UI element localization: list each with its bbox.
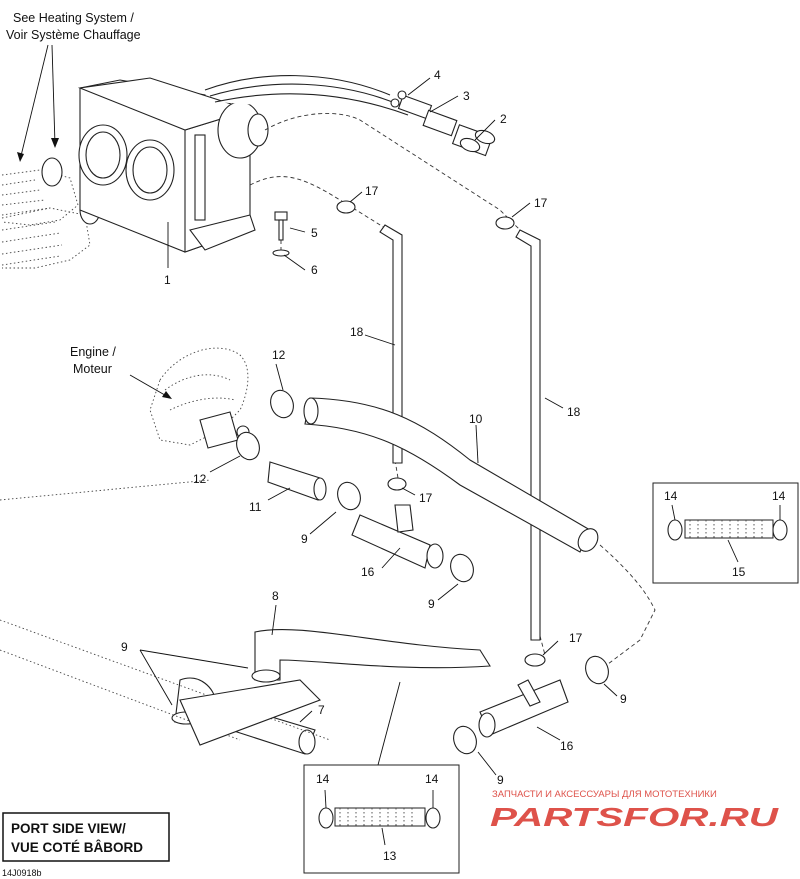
figure-code: 14J0918b bbox=[2, 868, 42, 878]
callout-14b: 14 bbox=[772, 489, 786, 503]
t-fitting-16-lower bbox=[453, 655, 609, 755]
callout-11: 11 bbox=[249, 500, 262, 514]
inset-hose-15 bbox=[652, 482, 799, 584]
duct-clamp bbox=[41, 157, 63, 187]
callout-16b: 16 bbox=[560, 739, 574, 753]
callout-15: 15 bbox=[732, 565, 746, 579]
t-fitting-16-upper bbox=[351, 504, 474, 583]
callout-9d: 9 bbox=[620, 692, 627, 706]
callout-14c: 14 bbox=[316, 772, 330, 786]
hose-18 bbox=[379, 224, 541, 641]
callout-9c: 9 bbox=[428, 597, 435, 611]
callout-1: 1 bbox=[164, 273, 171, 287]
callout-2: 2 bbox=[500, 112, 507, 126]
clamps-17 bbox=[336, 200, 546, 667]
callout-4: 4 bbox=[434, 68, 441, 82]
heating-note-line2: Voir Système Chauffage bbox=[6, 28, 141, 42]
callouts: 1 2 3 4 5 6 7 8 9 9 9 9 9 10 11 12 12 13… bbox=[121, 68, 786, 863]
engine-note-line2: Moteur bbox=[73, 362, 112, 376]
watermark-tagline: ЗАПЧАСТИ И АКСЕССУАРЫ ДЛЯ МОТОТЕХНИКИ bbox=[492, 789, 717, 800]
watermark: ЗАПЧАСТИ И АКСЕССУАРЫ ДЛЯ МОТОТЕХНИКИ PA… bbox=[490, 789, 780, 832]
callout-8: 8 bbox=[272, 589, 279, 603]
callout-17b: 17 bbox=[534, 196, 548, 210]
callout-16a: 16 bbox=[361, 565, 375, 579]
callout-12a: 12 bbox=[272, 348, 286, 362]
callout-18a: 18 bbox=[350, 325, 364, 339]
callout-14a: 14 bbox=[664, 489, 678, 503]
callout-18b: 18 bbox=[567, 405, 581, 419]
hose-11 bbox=[267, 461, 361, 511]
callout-17c: 17 bbox=[419, 491, 433, 505]
callout-6: 6 bbox=[311, 263, 318, 277]
callout-12b: 12 bbox=[193, 472, 207, 486]
view-label-line1: PORT SIDE VIEW/ bbox=[11, 821, 126, 836]
leader-lines bbox=[139, 77, 618, 776]
routing-lines bbox=[249, 113, 656, 671]
heating-note-line1: See Heating System / bbox=[13, 11, 134, 25]
clamps-12 bbox=[236, 389, 294, 461]
callout-9a: 9 bbox=[121, 640, 128, 654]
engine-note-line1: Engine / bbox=[70, 345, 116, 359]
inset-hose-13 bbox=[303, 764, 460, 874]
view-label-line2: VUE COTÉ BÂBORD bbox=[11, 840, 143, 855]
hull-floor bbox=[0, 479, 331, 746]
bolt-washer bbox=[272, 211, 290, 257]
callout-7: 7 bbox=[318, 703, 325, 717]
callout-14d: 14 bbox=[425, 772, 439, 786]
callout-13: 13 bbox=[383, 849, 397, 863]
hose-10 bbox=[303, 397, 599, 553]
callout-17a: 17 bbox=[365, 184, 379, 198]
callout-9b: 9 bbox=[301, 532, 308, 546]
heater-unit bbox=[77, 77, 269, 253]
wire-harness bbox=[204, 75, 496, 157]
callout-3: 3 bbox=[463, 89, 470, 103]
watermark-brand: PARTSFOR.RU bbox=[490, 802, 780, 832]
port-side-view-label: PORT SIDE VIEW/ VUE COTÉ BÂBORD bbox=[2, 812, 170, 862]
engine-outline: Engine / Moteur bbox=[70, 345, 250, 449]
callout-9e: 9 bbox=[497, 773, 504, 787]
heating-system-note: See Heating System / Voir Système Chauff… bbox=[6, 11, 141, 162]
callout-17d: 17 bbox=[569, 631, 583, 645]
callout-5: 5 bbox=[311, 226, 318, 240]
callout-10: 10 bbox=[469, 412, 483, 426]
